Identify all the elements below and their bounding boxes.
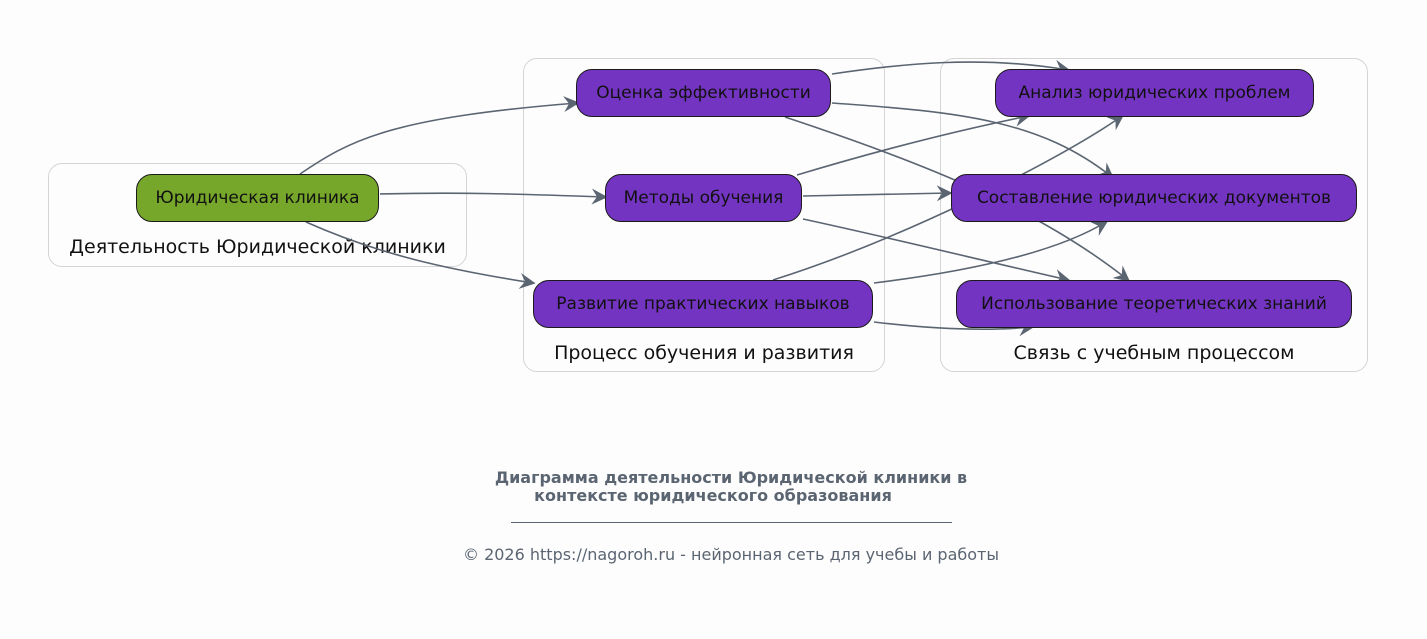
node-effectiveness-evaluation[interactable]: Оценка эффективности	[576, 69, 831, 117]
diagram-title-line2: контексте юридического образования	[534, 486, 892, 505]
node-legal-problem-analysis[interactable]: Анализ юридических проблем	[995, 69, 1314, 117]
cluster-study-connection-label: Связь с учебным процессом	[1013, 342, 1295, 364]
cluster-learning-process-label: Процесс обучения и развития	[554, 342, 854, 364]
node-teaching-methods[interactable]: Методы обучения	[605, 174, 802, 222]
diagram-title-line1: Диаграмма деятельности Юридической клини…	[494, 468, 968, 487]
footer-copyright: © 2026 https://nagoroh.ru - нейронная се…	[462, 545, 999, 564]
node-legal-document-drafting[interactable]: Составление юридических документов	[951, 174, 1357, 222]
node-theoretical-knowledge-use[interactable]: Использование теоретических знаний	[956, 280, 1352, 328]
node-practical-skills[interactable]: Развитие практических навыков	[533, 280, 873, 328]
cluster-clinic-activity-label: Деятельность Юридической клиники	[69, 236, 446, 258]
title-divider	[511, 522, 952, 523]
node-legal-clinic[interactable]: Юридическая клиника	[136, 174, 379, 222]
